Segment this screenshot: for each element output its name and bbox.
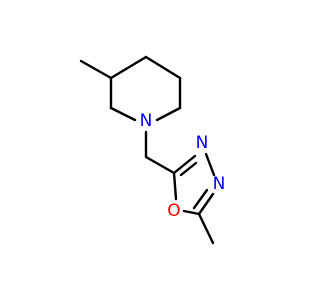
bond-methyl-c3: [79, 59, 113, 80]
atom-oxadiazole-n4: N: [213, 174, 226, 194]
bond-c3-c4: [109, 55, 148, 80]
bond-c5ox-methyl: [197, 212, 215, 245]
bond-n4-c5ox: [197, 192, 215, 216]
atom-label-oxadiazole-n4: N: [213, 174, 226, 194]
atom-label-piperidine-n: N: [140, 111, 153, 131]
atom-label-oxadiazole-o1: O: [167, 201, 180, 221]
bond-c2ox-n3: [172, 154, 197, 175]
bond-o1-c2ox: [172, 171, 178, 201]
atom-oxadiazole-o1: O: [167, 201, 180, 221]
bond-n3-n4: [204, 152, 216, 177]
bond-c5ox-o1: [182, 209, 201, 216]
bond-c6-n1: [155, 106, 182, 122]
bond-n4-c5ox-double: [192, 188, 209, 210]
bond-n1-c2: [109, 106, 137, 122]
bond-c4-c5: [144, 55, 182, 80]
molecule-structure-canvas: N N N O: [79, 55, 226, 245]
atom-piperidine-n: N: [140, 111, 153, 131]
bond-ch2-c2ox: [144, 155, 176, 175]
molecule-diagram: N N N O: [79, 55, 226, 245]
atom-oxadiazole-n3: N: [196, 133, 209, 153]
bond-c2ox-n3-double: [179, 161, 198, 177]
atom-label-oxadiazole-n3: N: [196, 133, 209, 153]
